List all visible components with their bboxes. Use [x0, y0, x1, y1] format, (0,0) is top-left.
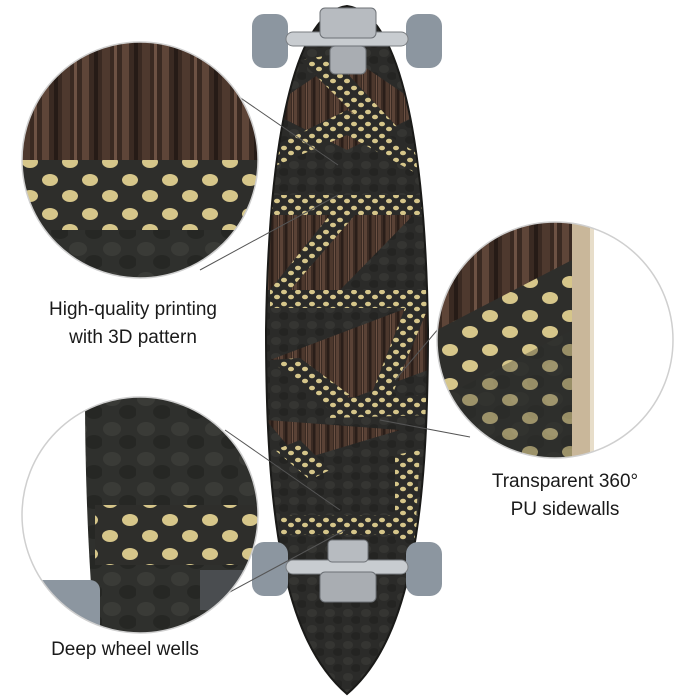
- zoom-sidewall-detail: [436, 221, 674, 459]
- callout-printing: High-quality printing with 3D pattern: [18, 296, 248, 352]
- callout-wells-line1: Deep wheel wells: [51, 639, 199, 660]
- zoom-printing-detail: [21, 41, 259, 279]
- callout-sidewalls-line1: Transparent 360°: [491, 471, 639, 492]
- callout-sidewalls: Transparent 360° PU sidewalls: [470, 468, 660, 524]
- callout-printing-line2: with 3D pattern: [69, 327, 197, 348]
- callout-sidewalls-line2: PU sidewalls: [510, 499, 620, 520]
- longboard-deck: [264, 4, 430, 696]
- zoom-wheel-well-detail: [21, 396, 259, 634]
- rear-truck: [252, 539, 442, 603]
- callout-wheel-wells: Deep wheel wells: [30, 636, 220, 664]
- front-truck: [252, 7, 442, 75]
- callout-printing-line1: High-quality printing: [49, 299, 217, 320]
